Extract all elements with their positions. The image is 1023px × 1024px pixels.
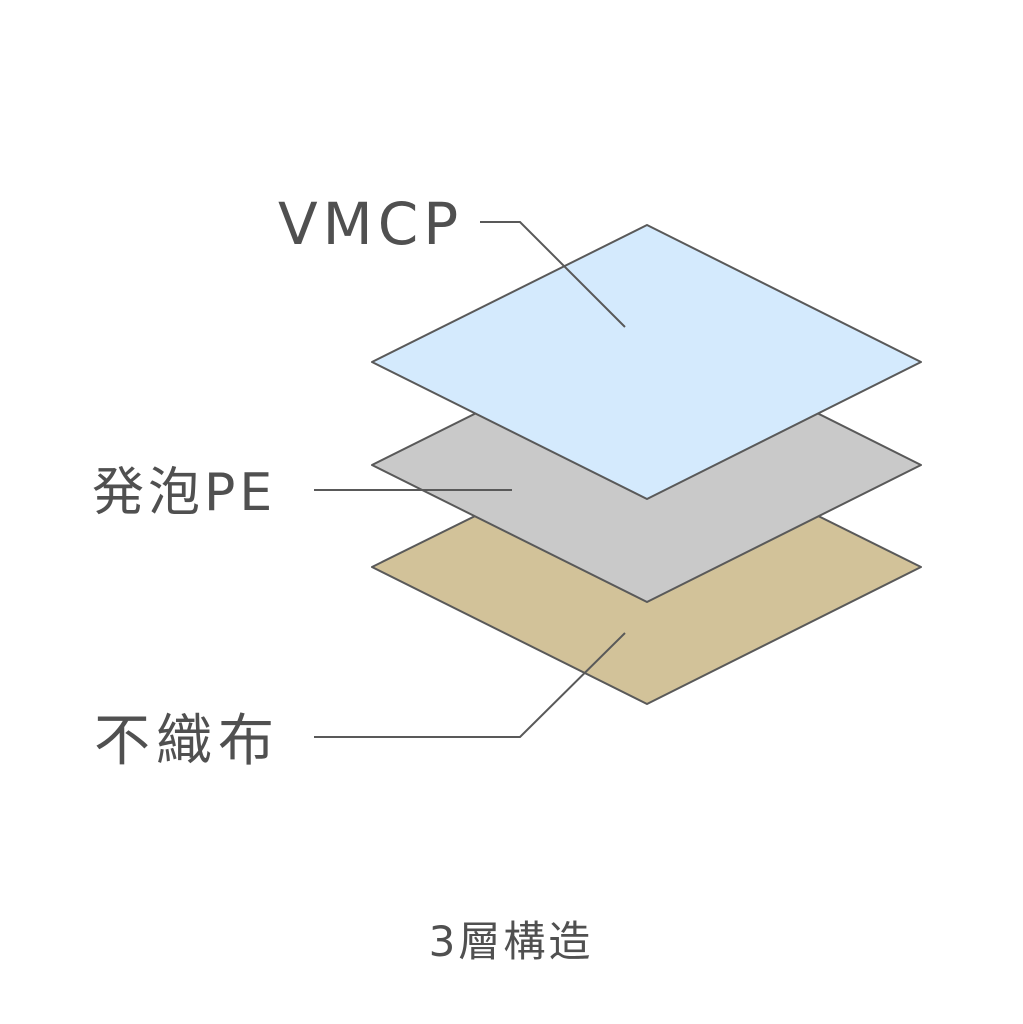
nonwoven-label: 不織布	[94, 709, 280, 774]
foamed-pe-label: 発泡PE	[92, 463, 276, 523]
vmcp-leader-line	[480, 221, 626, 328]
vmcp-layer	[371, 224, 922, 500]
nonwoven-leader-line	[314, 632, 626, 738]
vmcp-label: VMCP	[278, 190, 463, 258]
diagram-caption: 3層構造	[429, 917, 594, 966]
